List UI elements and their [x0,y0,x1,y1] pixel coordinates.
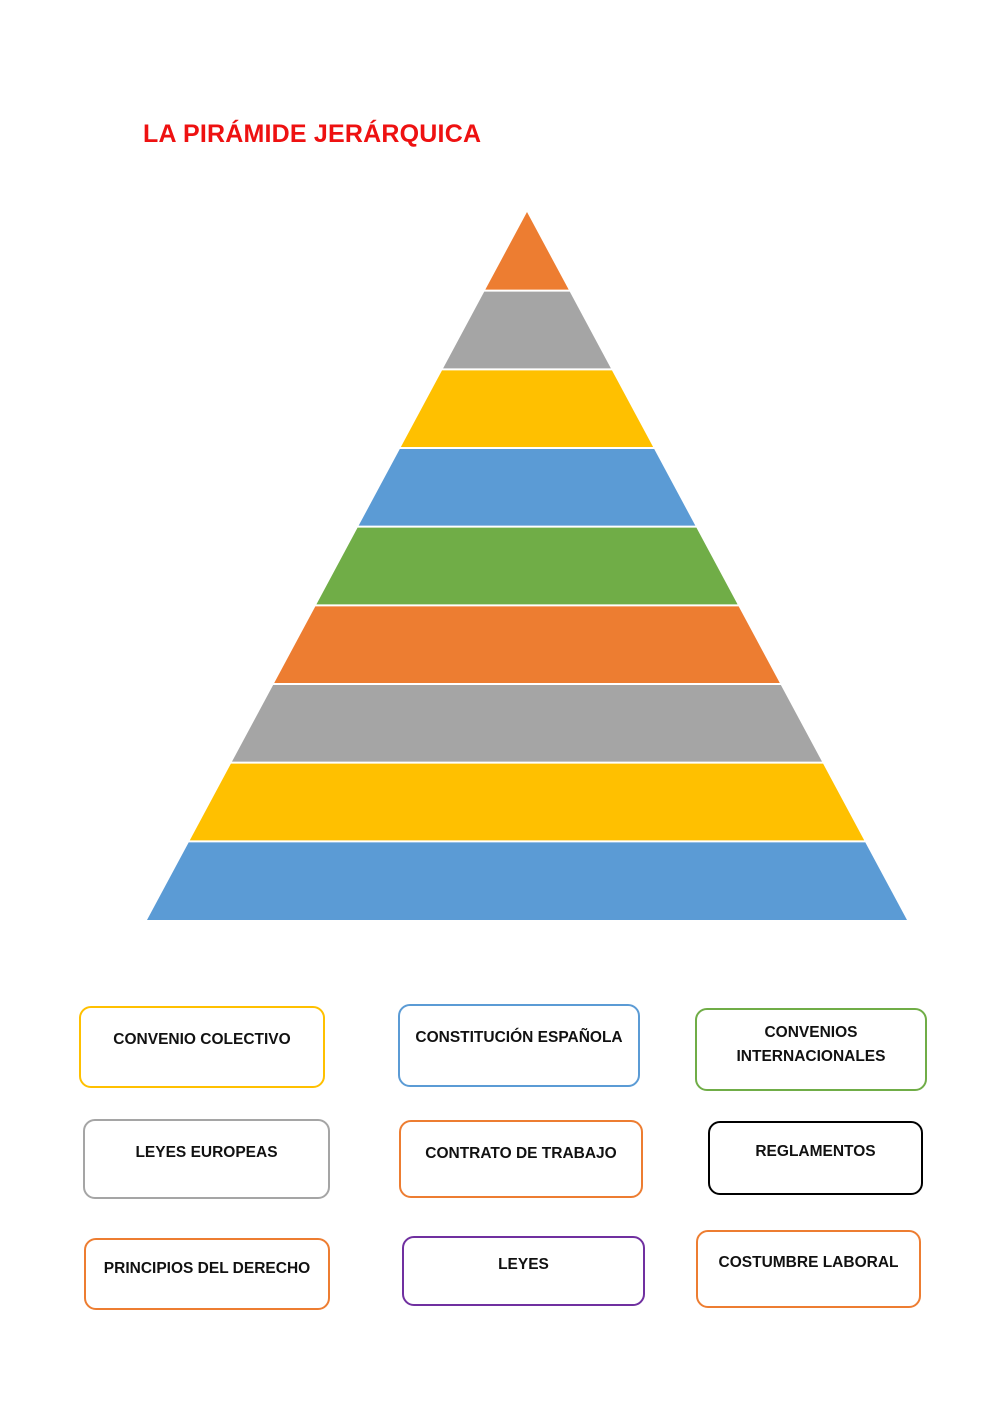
pyramid-level-9[interactable] [147,842,907,920]
card-convenio-colectivo[interactable]: CONVENIO COLECTIVO [79,1006,325,1088]
card-leyes[interactable]: LEYES [402,1236,645,1306]
pyramid-level-2[interactable] [443,291,611,369]
pyramid-level-7[interactable] [231,685,823,762]
pyramid-level-4[interactable] [358,449,696,526]
pyramid-level-3[interactable] [400,370,654,447]
pyramid-level-1[interactable] [485,212,569,290]
card-contrato-de-trabajo[interactable]: CONTRATO DE TRABAJO [399,1120,643,1198]
pyramid-diagram [147,212,907,920]
card-costumbre-laboral[interactable]: COSTUMBRE LABORAL [696,1230,921,1308]
pyramid-level-5[interactable] [316,527,738,605]
pyramid-level-8[interactable] [189,763,865,841]
card-leyes-europeas[interactable]: LEYES EUROPEAS [83,1119,330,1199]
pyramid-level-6[interactable] [274,606,780,683]
card-convenios-internacionales[interactable]: CONVENIOS INTERNACIONALES [695,1008,927,1091]
card-principios-del-derecho[interactable]: PRINCIPIOS DEL DERECHO [84,1238,330,1310]
page-title: LA PIRÁMIDE JERÁRQUICA [143,120,482,148]
card-constitucion-espanola[interactable]: CONSTITUCIÓN ESPAÑOLA [398,1004,640,1087]
card-reglamentos[interactable]: REGLAMENTOS [708,1121,923,1195]
